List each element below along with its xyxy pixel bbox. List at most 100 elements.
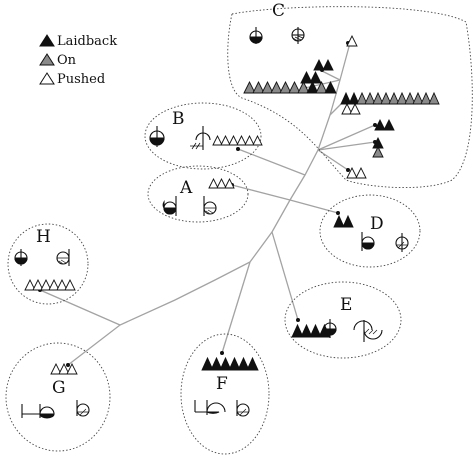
triangle-mark xyxy=(313,58,325,71)
node-dot xyxy=(220,351,224,355)
triangle-mark xyxy=(428,91,440,105)
triangle-mark xyxy=(270,80,283,94)
triangle-mark xyxy=(315,80,328,94)
node-dot xyxy=(346,168,350,172)
triangle-mark xyxy=(309,70,322,84)
triangle-mark xyxy=(309,323,322,338)
branch-a xyxy=(231,184,291,201)
triangle-mark xyxy=(58,362,70,375)
triangle-mark xyxy=(210,356,223,371)
group-label-c: C xyxy=(272,1,285,21)
triangle-mark xyxy=(333,214,345,228)
tri-row-c-long xyxy=(243,80,337,94)
triangle-mark xyxy=(324,80,337,94)
tri-row-c-top xyxy=(346,34,358,47)
symbol-e-small xyxy=(323,319,337,338)
rhythm-triangles xyxy=(24,34,440,375)
symbol-g-right xyxy=(76,400,90,417)
triangle-mark xyxy=(236,134,247,146)
triangle-mark xyxy=(348,91,360,105)
triangle-mark xyxy=(291,323,304,338)
tri-row-c-mid2 xyxy=(341,102,361,115)
triangle-mark xyxy=(220,134,231,146)
triangle-mark xyxy=(346,34,358,47)
ellipse-a xyxy=(147,165,249,223)
node-dot xyxy=(336,211,340,215)
branch-c3 xyxy=(317,149,349,171)
branch-c6 xyxy=(319,69,341,81)
triangle-mark xyxy=(300,323,313,338)
node-dot xyxy=(236,147,240,151)
tri-row-h xyxy=(24,278,76,291)
group-label-f: F xyxy=(216,374,228,394)
triangle-mark xyxy=(64,278,76,291)
symbol-c-left xyxy=(249,27,263,44)
ellipse-d xyxy=(319,194,421,268)
triangle-mark xyxy=(300,70,313,84)
triangle-mark xyxy=(341,102,353,115)
node-dot xyxy=(66,363,70,367)
triangle-mark xyxy=(261,80,274,94)
triangle-mark xyxy=(50,362,62,375)
triangle-mark xyxy=(340,91,352,105)
triangle-mark xyxy=(297,80,310,94)
group-label-d: D xyxy=(370,214,384,234)
symbol-h-right xyxy=(56,249,70,266)
triangle-mark xyxy=(396,91,408,105)
triangle-mark xyxy=(279,80,292,94)
symbol-h-left xyxy=(14,249,28,266)
triangle-mark xyxy=(216,177,227,189)
symbol-d-right xyxy=(395,233,409,252)
triangle-mark xyxy=(364,91,376,105)
group-label-e: E xyxy=(340,295,352,315)
legend-pushed-label: Pushed xyxy=(57,72,105,87)
triangle-mark xyxy=(342,214,354,228)
branch-b xyxy=(237,148,306,176)
group-label-g: G xyxy=(52,378,66,398)
tri-row-a xyxy=(208,177,235,189)
ellipse-f xyxy=(180,333,270,455)
triangle-mark xyxy=(212,134,223,146)
triangle-mark xyxy=(388,91,400,105)
legend-on-icon xyxy=(39,53,55,66)
triangle-mark xyxy=(355,166,367,179)
triangle-mark xyxy=(24,278,36,291)
legend-laidback-icon xyxy=(39,34,55,47)
symbol-a-left xyxy=(162,196,177,216)
symbol-a-right xyxy=(203,196,217,216)
branch-h xyxy=(39,289,121,326)
legend: Laidback On Pushed xyxy=(39,34,117,87)
triangle-mark xyxy=(237,356,250,371)
branch-trunk xyxy=(67,42,351,366)
triangle-mark xyxy=(32,278,44,291)
group-labels: A B C D E F G H xyxy=(36,1,384,398)
tri-row-c-long2 xyxy=(300,70,322,84)
ellipse-g xyxy=(5,342,111,452)
branch-c2 xyxy=(317,141,376,151)
symbol-c-right xyxy=(291,27,305,44)
tri-row-f xyxy=(201,356,259,371)
tri-row-c-r1 xyxy=(374,118,395,131)
symbol-e xyxy=(353,320,383,342)
symbol-f-right xyxy=(236,400,250,417)
tri-row-c-r2b xyxy=(372,145,384,158)
triangle-mark xyxy=(246,356,259,371)
symbol-d-left xyxy=(361,232,375,251)
triangle-mark xyxy=(322,58,334,71)
triangle-mark xyxy=(356,91,368,105)
triangle-mark xyxy=(224,177,235,189)
group-ellipses xyxy=(5,6,473,455)
group-label-b: B xyxy=(172,109,185,129)
symbol-f-left xyxy=(194,400,226,415)
triangle-mark xyxy=(349,102,361,115)
tree-branches xyxy=(39,42,376,366)
symbol-b-left xyxy=(149,126,165,147)
tri-row-c-r3 xyxy=(346,166,367,179)
triangle-mark xyxy=(252,80,265,94)
node-dot xyxy=(373,123,377,127)
branch-e xyxy=(271,231,299,321)
note-symbols xyxy=(14,27,409,419)
triangle-mark xyxy=(374,118,386,131)
